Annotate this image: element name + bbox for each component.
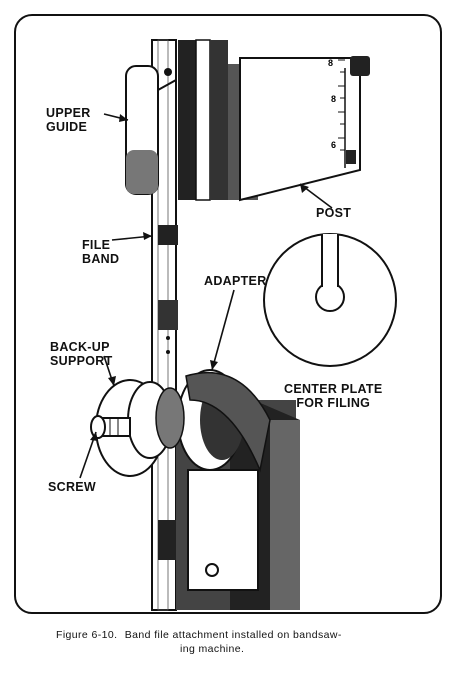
adapter [177,369,271,473]
label-post: POST [316,206,352,220]
screw [90,415,131,439]
ruler-mark-1: 8 [328,58,333,68]
caption-figure-number: Figure 6-10. [56,629,118,641]
label-center-plate: CENTER PLATE FOR FILING [284,382,383,410]
machine-body [176,390,300,610]
label-upper-guide: UPPER GUIDE [46,106,91,134]
ruler-ticks [338,59,345,151]
caption-line-1: Band file attachment installed on bandsa… [124,629,342,641]
figure-caption: Figure 6-10. Band file attachment instal… [56,628,436,656]
label-adapter: ADAPTER [204,274,267,288]
center-plate [263,233,397,367]
label-file-band: FILE BAND [82,238,120,266]
upper-guide [125,65,177,195]
label-back-up-support: BACK-UP SUPPORT [50,340,113,368]
leader-arrowheads [90,114,309,441]
ruler-mark-2: 8 [331,94,336,104]
label-screw: SCREW [48,480,97,494]
ruler-mark-3: 6 [331,140,336,150]
caption-line-2: ing machine. [180,643,245,655]
post: 8 8 6 [239,56,370,202]
